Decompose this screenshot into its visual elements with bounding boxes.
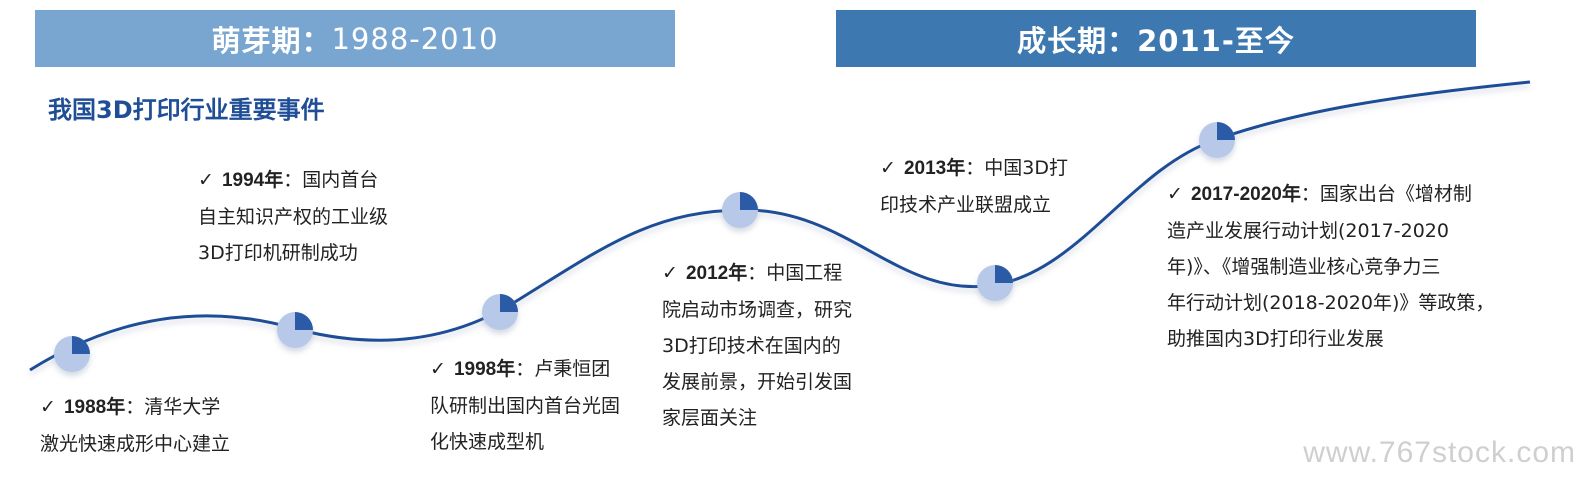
event-2017-2020: ✓ 2017-2020年：国家出台《增材制 造产业发展行动计划(2017-202…: [1167, 176, 1494, 357]
event-sep: ：: [125, 396, 145, 418]
event-line: 造产业发展行动计划(2017-2020: [1167, 220, 1449, 242]
check-mark-icon: ✓: [430, 358, 446, 380]
event-line: 化快速成型机: [430, 431, 545, 453]
event-1998: ✓ 1998年：卢秉恒团 队研制出国内首台光固 化快速成型机: [430, 351, 620, 460]
check-mark-icon: ✓: [198, 169, 214, 191]
event-marker-2013: [977, 265, 1013, 301]
event-line: 卢秉恒团: [534, 358, 611, 380]
event-line: 队研制出国内首台光固: [430, 395, 621, 417]
event-year: 2012年: [685, 263, 748, 284]
event-year: 1994年: [221, 170, 284, 191]
event-heading: ✓ 1988年：清华大学: [40, 389, 230, 426]
event-line: 3D打印机研制成功: [198, 242, 358, 264]
phase-title: 成长期：: [1017, 23, 1138, 58]
event-sep: ：: [1300, 183, 1320, 205]
event-year: 2013年: [903, 158, 966, 179]
event-heading: ✓ 2017-2020年：国家出台《增材制: [1167, 176, 1494, 213]
phase-years: 1988-2010: [331, 21, 499, 56]
check-mark-icon: ✓: [662, 262, 678, 284]
event-year: 1988年: [63, 397, 126, 418]
event-sep: ：: [747, 262, 767, 284]
event-line: 印技术产业联盟成立: [880, 194, 1052, 216]
event-year: 2017-2020年: [1190, 184, 1301, 205]
event-marker-1998: [482, 294, 518, 330]
check-mark-icon: ✓: [40, 396, 56, 418]
marker-slice: [740, 192, 758, 210]
event-1988: ✓ 1988年：清华大学 激光快速成形中心建立: [40, 389, 230, 462]
marker-slice: [995, 265, 1013, 283]
event-line: 发展前景，开始引发国: [662, 371, 853, 393]
event-line: 国内首台: [302, 169, 379, 191]
marker-slice: [295, 312, 313, 330]
event-sep: ：: [965, 157, 985, 179]
event-2012: ✓ 2012年：中国工程 院启动市场调查，研究 3D打印技术在国内的 发展前景，…: [662, 255, 852, 436]
event-1994: ✓ 1994年：国内首台 自主知识产权的工业级 3D打印机研制成功: [198, 162, 388, 271]
event-marker-1988: [54, 336, 90, 372]
marker-slice: [72, 336, 90, 354]
event-heading: ✓ 1994年：国内首台: [198, 162, 388, 199]
phase-years: 2011-至今: [1137, 23, 1295, 58]
event-marker-2012: [722, 192, 758, 228]
event-line: 院启动市场调查，研究: [662, 299, 853, 321]
event-sep: ：: [283, 169, 303, 191]
event-heading: ✓ 2013年：中国3D打: [880, 150, 1068, 187]
event-heading: ✓ 1998年：卢秉恒团: [430, 351, 620, 388]
event-marker-1994: [277, 312, 313, 348]
phase-banner-growth: 成长期： 2011-至今: [836, 10, 1476, 67]
event-line: 激光快速成形中心建立: [40, 433, 231, 455]
watermark: www.767stock.com: [1303, 436, 1576, 469]
marker-slice: [1217, 122, 1235, 140]
check-mark-icon: ✓: [1167, 183, 1183, 205]
event-line: 助推国内3D打印行业发展: [1167, 328, 1384, 350]
event-year: 1998年: [453, 359, 516, 380]
event-line: 年)》、《增强制造业核心竞争力三: [1167, 256, 1441, 278]
event-line: 清华大学: [144, 396, 221, 418]
event-heading: ✓ 2012年：中国工程: [662, 255, 852, 292]
event-line: 中国3D打: [984, 157, 1068, 179]
phase-banner-sprouting: 萌芽期： 1988-2010: [35, 10, 675, 67]
event-line: 中国工程: [766, 262, 843, 284]
event-line: 年行动计划(2018-2020年)》等政策，: [1167, 292, 1495, 314]
event-line: 家层面关注: [662, 407, 758, 429]
event-marker-2017-2020: [1199, 122, 1235, 158]
section-title: 我国3D打印行业重要事件: [48, 96, 325, 124]
marker-slice: [500, 294, 518, 312]
check-mark-icon: ✓: [880, 157, 896, 179]
event-line: 3D打印技术在国内的: [662, 335, 841, 357]
event-line: 国家出台《增材制: [1319, 183, 1472, 205]
event-2013: ✓ 2013年：中国3D打 印技术产业联盟成立: [880, 150, 1068, 223]
phase-title: 萌芽期：: [211, 23, 332, 58]
event-line: 自主知识产权的工业级: [198, 206, 389, 228]
event-sep: ：: [515, 358, 535, 380]
